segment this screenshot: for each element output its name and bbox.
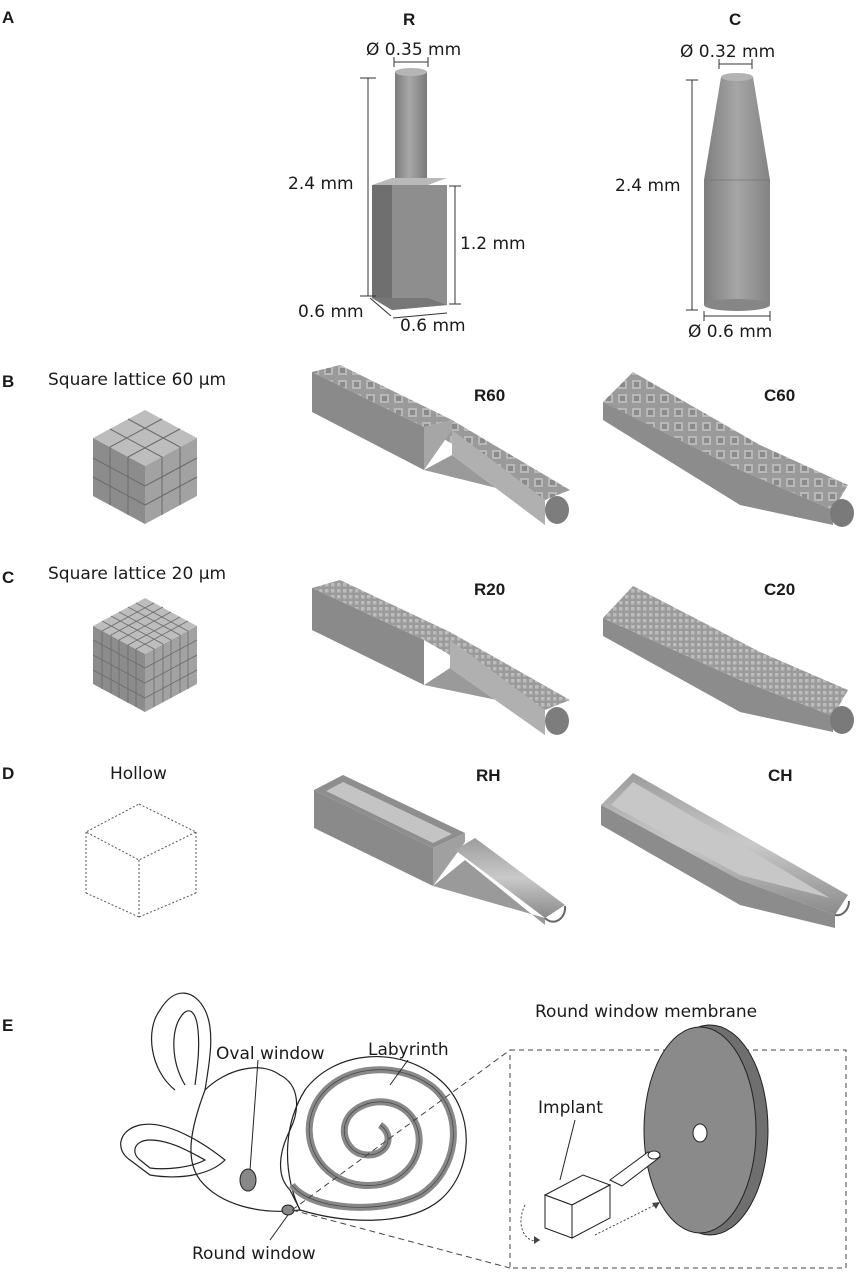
- c20-label: C20: [764, 580, 796, 599]
- implant-label: Implant: [538, 1098, 603, 1118]
- r20-drawing: [312, 580, 570, 735]
- membrane-disc: [643, 1024, 769, 1236]
- r-base-depth: 0.6 mm: [298, 302, 364, 322]
- c-total-length: 2.4 mm: [615, 176, 681, 196]
- panel-c-letter: C: [2, 568, 15, 587]
- r60-drawing: [312, 365, 570, 525]
- panel-b-letter: B: [2, 372, 15, 391]
- shape-c-drawing: [686, 59, 771, 321]
- c60-drawing: [603, 372, 854, 527]
- hollow-label: Hollow: [110, 764, 167, 784]
- rh-drawing: [314, 775, 567, 925]
- c-base-diameter: Ø 0.6 mm: [688, 322, 773, 342]
- r-total-length: 2.4 mm: [288, 174, 354, 194]
- rh-label: RH: [476, 766, 501, 785]
- lattice-20-label: Square lattice 20 µm: [48, 564, 227, 584]
- ch-drawing: [601, 773, 851, 928]
- ch-label: CH: [768, 766, 793, 785]
- r-tip-diameter: Ø 0.35 mm: [366, 40, 462, 60]
- r-base-length: 1.2 mm: [460, 234, 526, 254]
- membrane-label: Round window membrane: [535, 1002, 758, 1022]
- shape-r-heading: R: [403, 10, 416, 29]
- panel-a-letter: A: [2, 8, 15, 27]
- labyrinth-spiral: [289, 1066, 457, 1211]
- r-base-width: 0.6 mm: [400, 316, 466, 336]
- lattice-20-cube: [92, 598, 198, 712]
- hollow-cube: [84, 803, 198, 918]
- c-tip-diameter: Ø 0.32 mm: [680, 42, 776, 62]
- c60-label: C60: [764, 386, 796, 405]
- oval-window-shape: [239, 1168, 257, 1192]
- panel-d-letter: D: [2, 764, 15, 783]
- panel-e-letter: E: [2, 1016, 14, 1035]
- lattice-60-label: Square lattice 60 µm: [48, 370, 227, 390]
- zoom-box: [509, 1049, 847, 1269]
- shape-c-heading: C: [729, 10, 742, 29]
- lattice-60-cube: [92, 410, 198, 524]
- oval-window-label: Oval window: [216, 1044, 325, 1064]
- r60-label: R60: [474, 386, 506, 405]
- c20-drawing: [603, 586, 854, 734]
- r20-label: R20: [474, 580, 506, 599]
- implant-sketch: [543, 1150, 661, 1239]
- labyrinth-label: Labyrinth: [368, 1040, 449, 1060]
- round-window-label: Round window: [192, 1244, 316, 1264]
- inner-ear-drawing: [120, 992, 467, 1221]
- shape-r-drawing: [360, 57, 461, 319]
